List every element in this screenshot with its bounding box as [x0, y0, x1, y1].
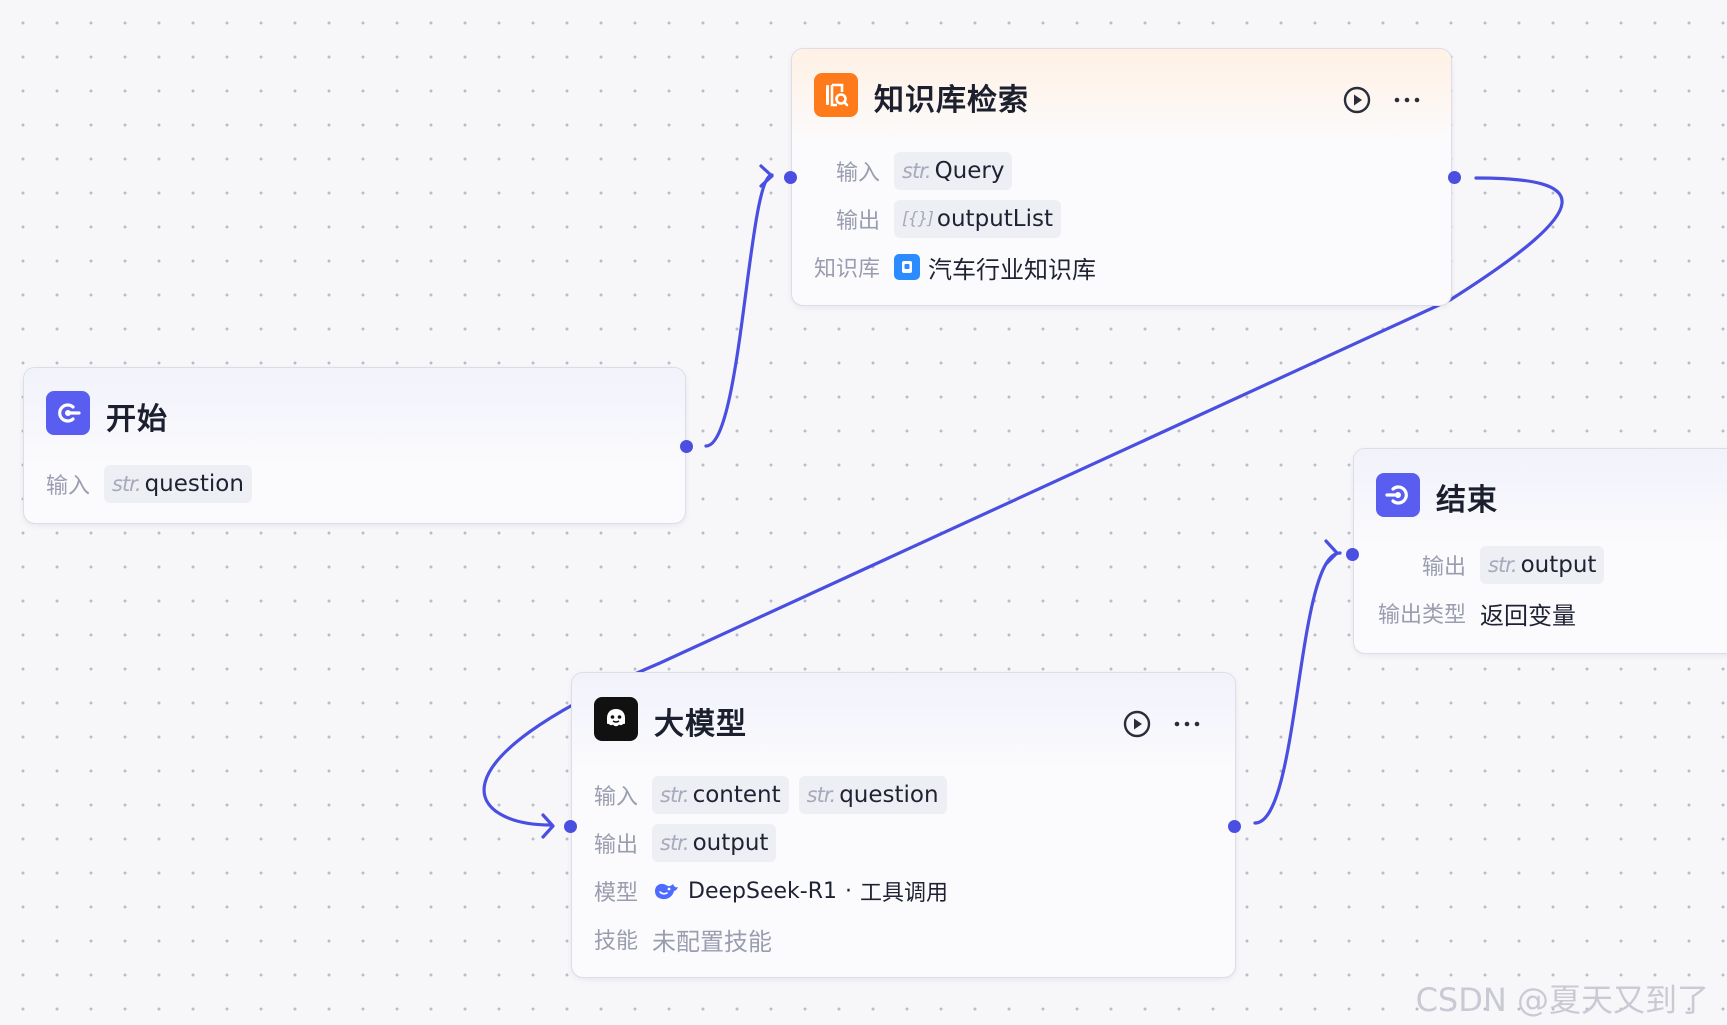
more-horizontal-icon[interactable] — [1172, 709, 1202, 739]
deepseek-icon — [652, 879, 680, 903]
knowledge-base-name[interactable]: 汽车行业知识库 — [928, 255, 1096, 284]
variable-name: Query — [934, 158, 1005, 184]
variable-name: question — [839, 782, 939, 808]
kb-node-title: 知识库检索 — [874, 83, 1029, 118]
field-label: 技能 — [593, 929, 638, 954]
llm-node-title: 大模型 — [654, 707, 747, 742]
kb-knowledge-row: 知识库 汽车行业知识库 — [812, 247, 1096, 287]
field-label: 模型 — [593, 881, 638, 906]
variable-name: outputList — [936, 206, 1053, 232]
watermark: CSDN @夏天又到了 — [1415, 981, 1709, 1019]
field-label: 输入 — [593, 785, 638, 810]
kb-output-row: 输出 [{}] outputList — [812, 199, 1071, 239]
field-label: 输入 — [835, 161, 880, 186]
play-circle-icon[interactable] — [1122, 709, 1152, 739]
start-output-port[interactable] — [680, 440, 693, 453]
variable-tag[interactable]: str. content — [652, 776, 789, 814]
start-icon — [46, 391, 90, 435]
variable-name: output — [1520, 552, 1597, 578]
llm-node-actions — [1122, 709, 1202, 739]
llm-output-row: 输出 str. output — [592, 823, 786, 863]
start-node-header — [24, 368, 685, 464]
play-circle-icon[interactable] — [1342, 85, 1372, 115]
model-separator: · — [844, 878, 852, 904]
edge-llm-to-end[interactable] — [1253, 551, 1342, 825]
more-horizontal-icon[interactable] — [1392, 85, 1422, 115]
knowledge-base-node[interactable]: 知识库检索 输入 str. Query 输出 [{}] outputList — [784, 48, 1461, 306]
kb-node-actions — [1342, 85, 1422, 115]
knowledge-base-icon — [894, 254, 920, 280]
type-tag: str. — [806, 783, 837, 807]
field-label: 输出 — [835, 209, 880, 234]
type-tag: str. — [902, 159, 932, 183]
kb-node-header — [792, 49, 1451, 145]
model-mode: 工具调用 — [859, 881, 948, 906]
type-tag: str. — [112, 472, 142, 496]
variable-tag[interactable]: [{}] outputList — [894, 200, 1061, 238]
field-label: 输出类型 — [1377, 603, 1466, 628]
kb-input-port[interactable] — [784, 171, 797, 184]
type-tag: str. — [1488, 553, 1518, 577]
edge-start-to-kb[interactable] — [704, 173, 774, 448]
variable-tag[interactable]: str. question — [104, 465, 252, 503]
type-tag: [{}] — [902, 209, 934, 229]
field-label: 知识库 — [813, 257, 880, 282]
type-tag: str. — [660, 831, 690, 855]
end-output-type-row: 输出类型 返回变量 — [1374, 593, 1576, 633]
edge-kb-to-llm[interactable] — [482, 176, 1564, 827]
llm-output-port[interactable] — [1228, 820, 1241, 833]
end-node-title: 结束 — [1436, 483, 1498, 518]
llm-model-row: 模型 DeepSeek-R1 · 工具调用 — [592, 871, 948, 911]
kb-input-row: 输入 str. Query — [812, 151, 1022, 191]
variable-tag[interactable]: str. output — [1480, 546, 1605, 584]
skill-value[interactable]: 未配置技能 — [652, 927, 772, 956]
output-type-value[interactable]: 返回变量 — [1480, 601, 1576, 630]
field-label: 输入 — [45, 474, 90, 499]
end-icon — [1376, 473, 1420, 517]
end-output-row: 输出 str. output — [1374, 545, 1614, 585]
variable-tag[interactable]: str. Query — [894, 152, 1013, 190]
start-input-row: 输入 str. question — [44, 464, 262, 504]
model-name[interactable]: DeepSeek-R1 — [688, 878, 837, 904]
start-node[interactable]: 开始 输入 str. question — [23, 367, 693, 524]
llm-icon — [594, 697, 638, 741]
end-input-port[interactable] — [1346, 548, 1359, 561]
knowledge-base-search-icon — [814, 73, 858, 117]
edge-arrow-llm-input — [541, 813, 555, 839]
field-label: 输出 — [593, 833, 638, 858]
llm-input-port[interactable] — [564, 820, 577, 833]
field-label: 输出 — [1421, 555, 1466, 580]
edge-arrow-end-input — [1324, 539, 1339, 566]
llm-skill-row: 技能 未配置技能 — [592, 919, 772, 959]
edge-arrow-kb-input — [759, 164, 774, 188]
start-node-title: 开始 — [106, 402, 168, 437]
variable-tag[interactable]: str. question — [798, 776, 947, 814]
kb-output-port[interactable] — [1448, 171, 1461, 184]
variable-name: output — [692, 830, 769, 856]
variable-name: question — [144, 471, 244, 497]
end-node[interactable]: 结束 输出 str. output 输出类型 返回变量 — [1346, 448, 1727, 654]
variable-name: content — [692, 782, 781, 808]
llm-node[interactable]: 大模型 输入 str. content str. question 输出 — [564, 672, 1241, 978]
llm-input-row: 输入 str. content str. question — [592, 775, 957, 815]
type-tag: str. — [660, 783, 690, 807]
variable-tag[interactable]: str. output — [652, 824, 777, 862]
